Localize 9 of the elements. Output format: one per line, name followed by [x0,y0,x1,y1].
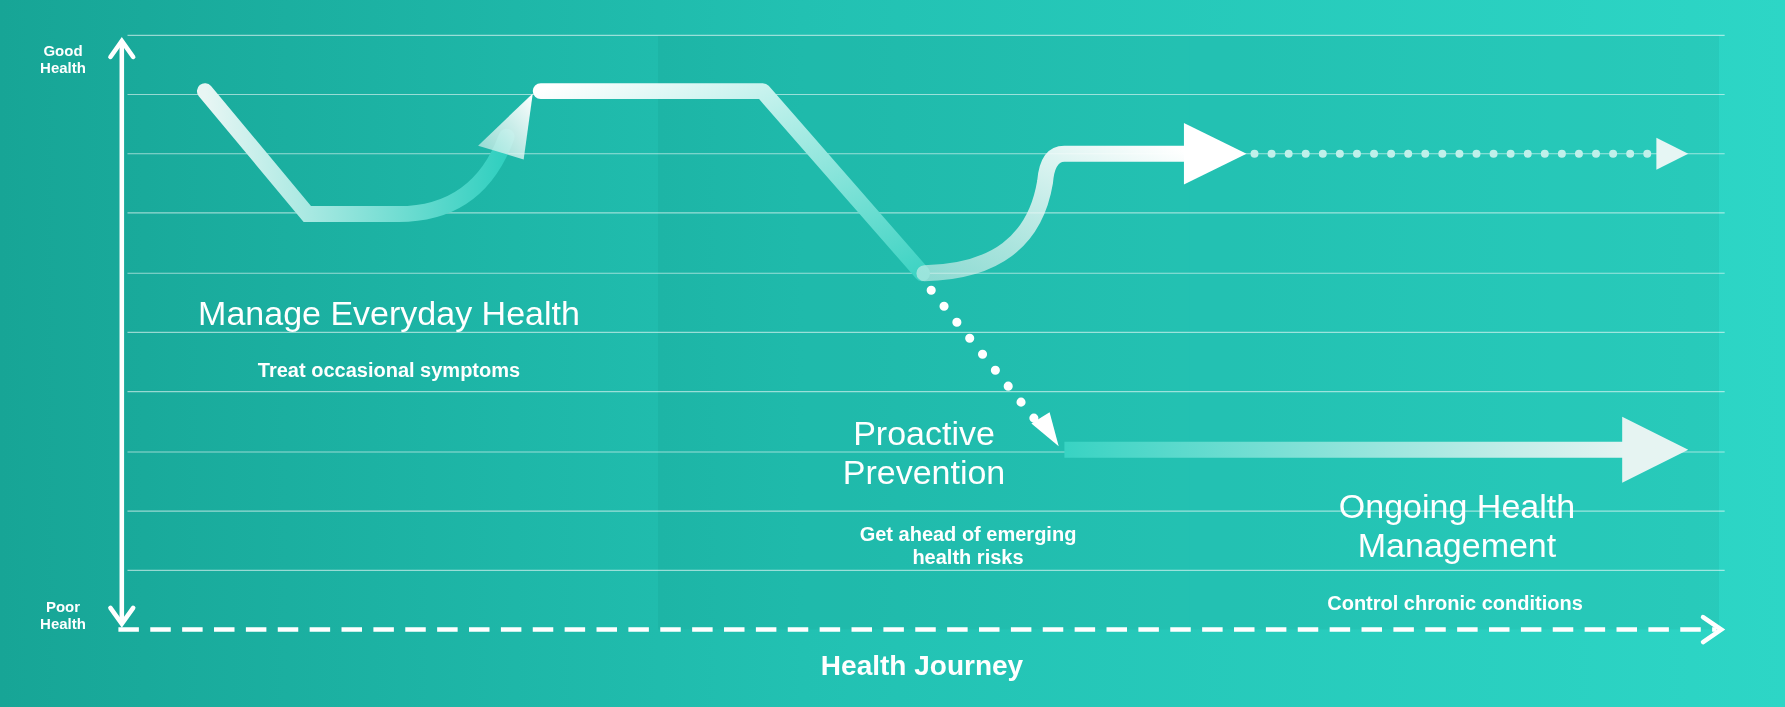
phase-title: Proactive Prevention [841,413,1007,493]
axis-title: Health Journey [819,649,1025,683]
phase-title: Manage Everyday Health [197,294,581,334]
axis-label: Poor Health [39,597,87,633]
phase-description: Get ahead of emerging health risks [858,523,1078,569]
phase-description: Control chronic conditions [1326,591,1584,615]
phase-title: Ongoing Health Management [1337,486,1577,566]
axis-label: Good Health [39,41,87,77]
phase-description: Treat occasional symptoms [256,358,522,382]
